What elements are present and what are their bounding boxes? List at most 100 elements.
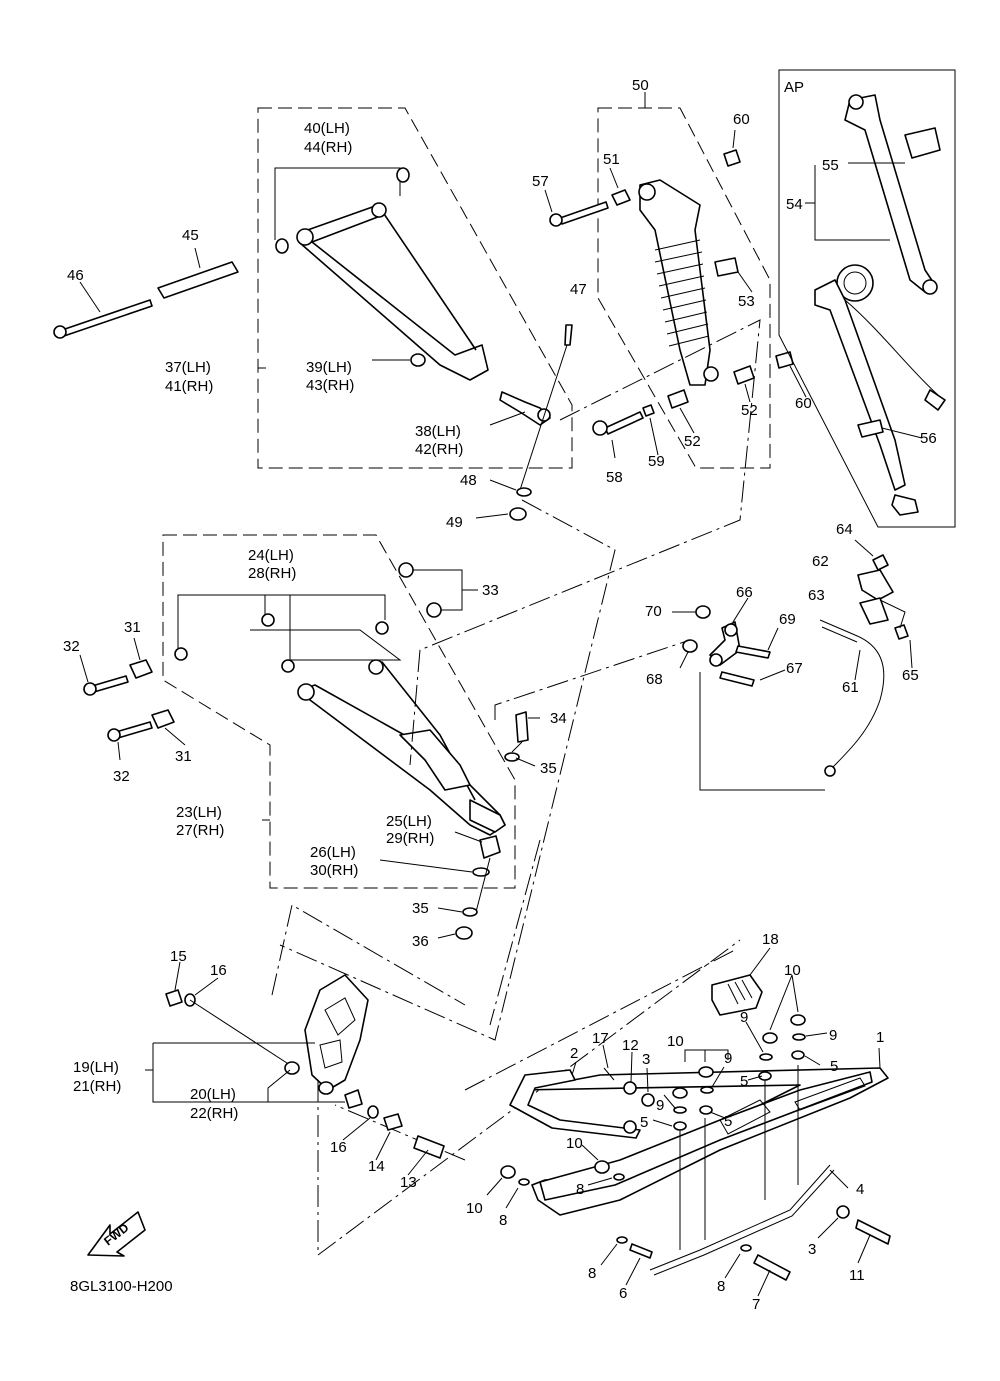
leader-link-to-cable: [699, 672, 825, 791]
ball-joint-25: [479, 835, 501, 859]
upper-a-arm-rear-tube: [377, 204, 477, 351]
callout-69: 69: [779, 611, 796, 628]
leader-53: [737, 271, 753, 293]
callout-1: 1: [876, 1029, 884, 1046]
lower-arm-front-pivot: [297, 683, 315, 701]
leader-46: [79, 281, 101, 313]
callout-13: 13: [400, 1174, 417, 1191]
bushing-33-c: [375, 621, 389, 635]
washer-48: [516, 487, 532, 497]
callout-53: 53: [738, 293, 755, 310]
fwd-arrow-badge: FWD: [87, 1211, 146, 1257]
callout-10-a: 10: [784, 962, 801, 979]
callout-labels: AP 8GL3100-H200 1 2 3 3 4 5 5 5 5 6 7 8 …: [63, 77, 937, 1313]
callout-43-rh: 43(RH): [306, 377, 354, 394]
washer-35-upper: [504, 752, 520, 762]
leaders-13-16: [342, 1117, 429, 1176]
nut-10-center: [672, 1087, 688, 1099]
lower-arm-group: [79, 534, 540, 940]
screw-64: [872, 554, 889, 571]
leaders-6-8: [600, 1243, 641, 1286]
leader-60-upper: [732, 129, 736, 149]
spindle-group: [145, 961, 445, 1176]
callout-60-upper: 60: [733, 111, 750, 128]
lower-arm-ball-mount: [469, 799, 506, 833]
washer-5-c: [758, 1071, 772, 1081]
assembly-lines: [271, 319, 761, 1256]
leader-10-right: [769, 974, 799, 1031]
callout-47: 47: [570, 281, 587, 298]
collar-31-lower: [151, 709, 175, 729]
spindle-lower-eye: [318, 1081, 334, 1095]
bushing-33-b: [426, 602, 442, 618]
assembly-line-ski-box: [464, 949, 736, 1091]
washer-9-a: [673, 1106, 687, 1114]
leader-19-21: [145, 1042, 315, 1103]
bolt-47: [564, 324, 573, 346]
callout-10-d: 10: [466, 1200, 483, 1217]
callout-17: 17: [592, 1030, 609, 1047]
nut-49: [509, 507, 527, 521]
callout-29-rh: 29(RH): [386, 830, 434, 847]
link-66-top-eye: [724, 623, 738, 637]
callout-18: 18: [762, 931, 779, 948]
callout-22-rh: 22(RH): [190, 1105, 238, 1122]
shaft-13: [413, 1135, 445, 1159]
leaders-5-9: [652, 1021, 828, 1127]
callout-44-rh: 44(RH): [304, 139, 352, 156]
washer-5-a: [673, 1121, 687, 1131]
leaders-34-35: [511, 717, 540, 767]
leader-69: [767, 627, 779, 651]
shock-bottom-eye: [703, 366, 719, 382]
callout-45: 45: [182, 227, 199, 244]
nut-10-left-a: [594, 1160, 610, 1174]
shock-top-eye: [638, 183, 656, 201]
callout-50: 50: [632, 77, 649, 94]
wear-bar-4-edge: [653, 1169, 835, 1276]
leader-49: [475, 513, 509, 519]
bushing-15: [165, 989, 183, 1007]
washer-59: [642, 404, 655, 417]
callout-10-b: 10: [667, 1033, 684, 1050]
leaders-lower-shock: [611, 365, 807, 459]
callout-31-lower: 31: [175, 748, 192, 765]
collar-3-upper: [641, 1093, 655, 1107]
callout-52-left: 52: [684, 433, 701, 450]
upper-arm-front-pivot: [296, 228, 314, 246]
callout-40-lh: 40(LH): [304, 120, 350, 137]
bushing-front-left: [174, 647, 188, 661]
leader-25-29: [454, 831, 483, 843]
upper-a-arm: [299, 204, 489, 381]
callout-68: 68: [646, 671, 663, 688]
assembly-line-knuckle-upper: [279, 499, 616, 1041]
nut-10-left-b: [500, 1165, 516, 1179]
collar-3-lower: [836, 1205, 850, 1219]
callout-14: 14: [368, 1158, 385, 1175]
ski-1-keel: [539, 1071, 873, 1201]
bolt-69: [735, 645, 771, 659]
callout-21-rh: 21(RH): [73, 1078, 121, 1095]
axis-line-47-48: [519, 344, 568, 491]
callout-52-right: 52: [741, 402, 758, 419]
cable-group: [672, 539, 913, 791]
long-bolt-46: [61, 299, 153, 337]
leader-2: [571, 1061, 577, 1076]
leaders-3-11: [817, 1217, 871, 1264]
ski-studs: [679, 1065, 799, 1250]
nut-60-lower: [775, 351, 794, 369]
callout-24-lh: 24(LH): [248, 547, 294, 564]
leader-48: [489, 479, 517, 491]
leader-62-65: [879, 599, 913, 669]
nut-10-right-b: [790, 1014, 806, 1026]
ap-box-label: AP: [784, 79, 804, 96]
bolt-57: [559, 201, 609, 225]
bushing-33-a: [398, 562, 414, 578]
collar-52-right: [733, 365, 755, 385]
leaders-8-10-left-a: [581, 1144, 613, 1186]
callout-10-c: 10: [566, 1135, 583, 1152]
callout-16-lower: 16: [330, 1139, 347, 1156]
callout-38-lh: 38(LH): [415, 423, 461, 440]
lower-arm-dashed-frame: [162, 534, 516, 889]
callout-58: 58: [606, 469, 623, 486]
